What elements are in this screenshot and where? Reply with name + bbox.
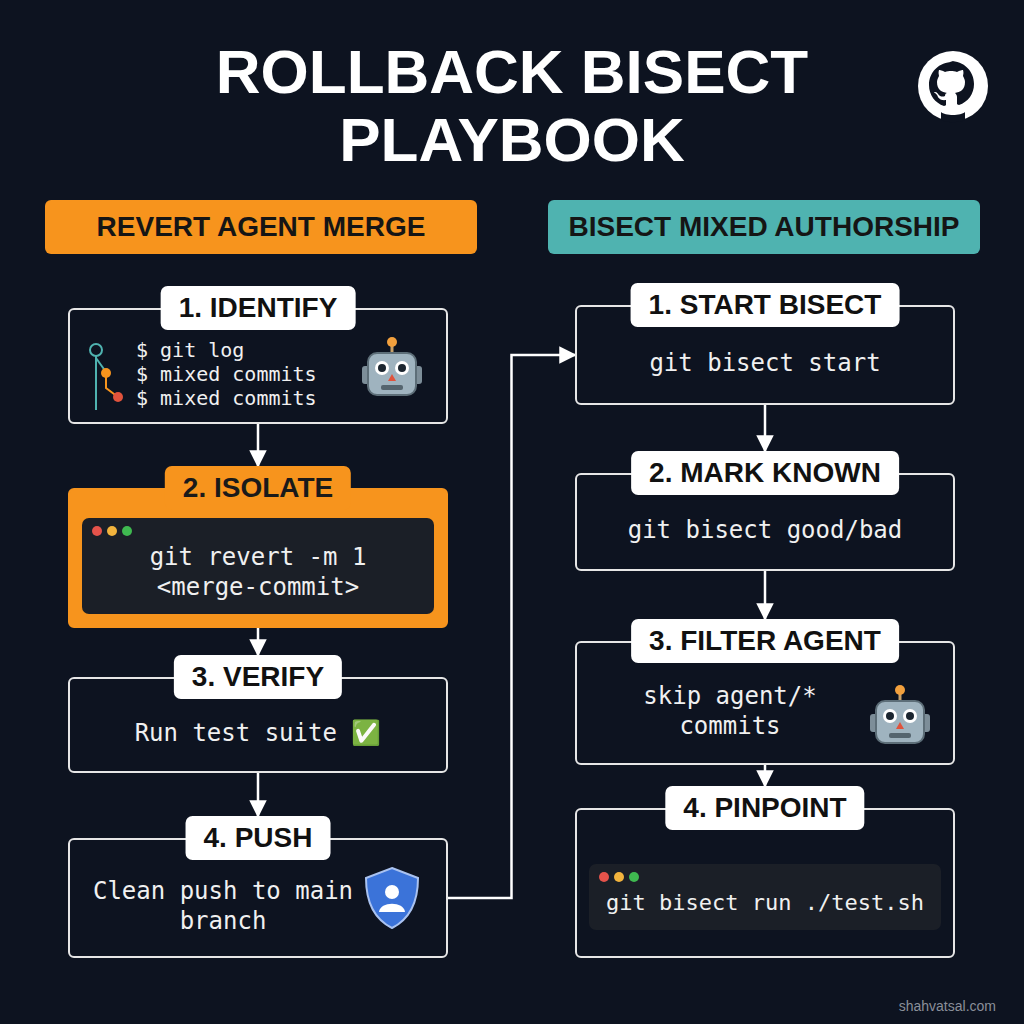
command-text: git bisect good/bad: [628, 515, 903, 545]
github-icon: [918, 51, 988, 122]
header-text: REVERT AGENT MERGE: [97, 211, 426, 243]
step-heading: 4. PUSH: [186, 816, 331, 860]
step-heading: 1. IDENTIFY: [161, 286, 356, 330]
header-band: REVERT AGENT MERGE: [45, 200, 477, 254]
step-box: 1. IDENTIFY$ git log$ mixed commits$ mix…: [68, 308, 448, 424]
window-dots: [92, 526, 132, 536]
step-heading: 2. ISOLATE: [165, 466, 351, 510]
flow-arrow: [257, 628, 260, 655]
watermark: shahvatsal.com: [899, 998, 996, 1014]
step-box: 3. FILTER AGENTskip agent/* commits: [575, 641, 955, 765]
header-band: BISECT MIXED AUTHORSHIP: [548, 200, 980, 254]
step-box: 1. START BISECTgit bisect start: [575, 305, 955, 405]
flow-arrow: [764, 571, 767, 619]
terminal-lines: $ git log$ mixed commits$ mixed commits: [136, 338, 317, 410]
terminal-window: git revert -m 1 <merge-commit>: [82, 518, 434, 614]
step-heading: 1. START BISECT: [631, 283, 900, 327]
window-dots: [599, 872, 639, 882]
step-heading: 2. MARK KNOWN: [631, 451, 899, 495]
step-box: 4. PINPOINTgit bisect run ./test.sh: [575, 808, 955, 958]
step-heading: 3. VERIFY: [174, 655, 342, 699]
title: ROLLBACK BISECT PLAYBOOK: [192, 38, 832, 174]
terminal-line: $ mixed commits: [136, 362, 317, 386]
terminal-window: git bisect run ./test.sh: [589, 864, 941, 930]
flow-arrow: [448, 355, 575, 898]
window-dot: [107, 526, 117, 536]
flow-arrow: [764, 405, 767, 451]
window-dot: [92, 526, 102, 536]
robot-icon: [362, 337, 422, 395]
window-dot: [599, 872, 609, 882]
terminal-line: $ git log: [136, 338, 317, 362]
step-box: 2. MARK KNOWNgit bisect good/bad: [575, 473, 955, 571]
command-text: Run test suite ✅: [135, 718, 382, 748]
git-graph: [90, 344, 123, 410]
flow-arrow: [764, 765, 767, 786]
step-box: 3. VERIFYRun test suite ✅: [68, 677, 448, 773]
command-text: Clean push to main branch: [88, 876, 358, 936]
flow-arrow: [257, 424, 260, 466]
header-text: BISECT MIXED AUTHORSHIP: [569, 211, 960, 243]
step-heading: 3. FILTER AGENT: [631, 619, 899, 663]
terminal-line: $ mixed commits: [136, 386, 317, 410]
command-text: skip agent/* commits: [620, 681, 840, 741]
step-box: 2. ISOLATEgit revert -m 1 <merge-commit>: [68, 488, 448, 628]
step-heading: 4. PINPOINT: [665, 786, 864, 830]
window-dot: [614, 872, 624, 882]
step-box: 4. PUSHClean push to main branch: [68, 838, 448, 958]
command-text: git bisect run ./test.sh: [606, 888, 924, 918]
robot-icon: [870, 685, 930, 743]
command-text: git revert -m 1 <merge-commit>: [123, 542, 393, 602]
window-dot: [629, 872, 639, 882]
window-dot: [122, 526, 132, 536]
flow-arrow: [257, 773, 260, 816]
command-text: git bisect start: [649, 348, 880, 378]
shield-icon: [366, 868, 418, 928]
